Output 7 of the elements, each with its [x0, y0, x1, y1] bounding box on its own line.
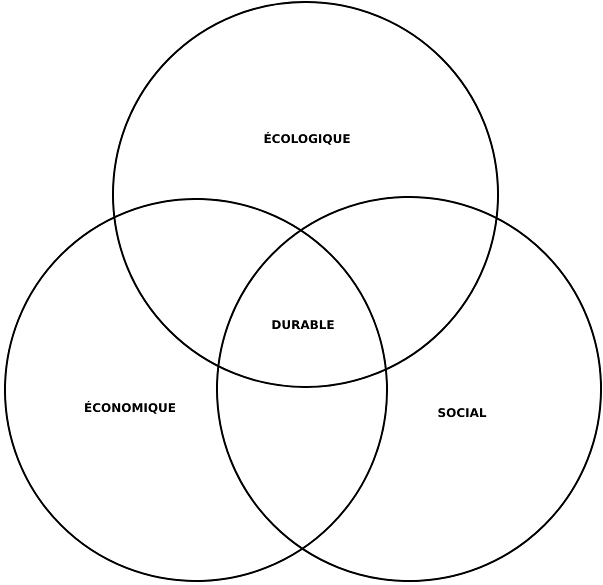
- circle-label: ÉCOLOGIQUE: [263, 132, 351, 146]
- circle-label: SOCIAL: [437, 406, 487, 420]
- intersection-label: DURABLE: [271, 318, 335, 332]
- circle-label: ÉCONOMIQUE: [84, 401, 176, 415]
- venn-circle: [112, 1, 499, 388]
- venn-circle: [4, 198, 388, 582]
- venn-circle: [216, 196, 602, 582]
